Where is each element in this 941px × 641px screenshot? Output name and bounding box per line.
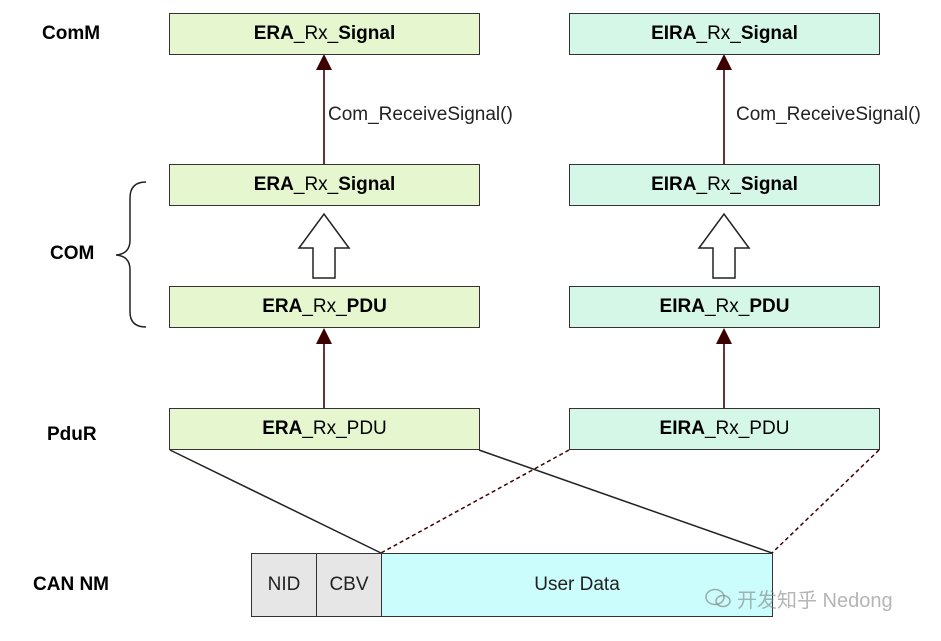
layer-label-pdur: PduR	[47, 424, 97, 445]
era-pdur-box: ERA_Rx_PDU	[169, 408, 480, 450]
era-com-pdu-c: PDU	[346, 296, 387, 317]
eira-pdur-a: EIRA	[659, 418, 705, 439]
era-block-arrow	[297, 212, 351, 279]
wechat-icon	[705, 588, 731, 608]
era-com-pdu-box: ERA_Rx_PDU	[169, 286, 480, 328]
eira-comm-signal-c: Signal	[740, 23, 798, 44]
eira-com-pdu-a: EIRA	[659, 296, 705, 317]
eira-comm-signal-a: EIRA	[651, 23, 697, 44]
eira-com-signal-b: _Rx_	[696, 174, 741, 195]
era-comm-signal-b: _Rx_	[293, 23, 339, 44]
eira-com-pdu-b: _Rx_	[704, 296, 750, 317]
era-com-signal-box: ERA_Rx_Signal	[169, 164, 480, 206]
era-map-line-right	[478, 449, 773, 554]
eira-comm-signal-b: _Rx_	[696, 23, 741, 44]
eira-com-signal-a: EIRA	[651, 174, 697, 195]
era-comm-signal-c: Signal	[338, 23, 396, 44]
era-pdur-a: ERA	[262, 418, 303, 439]
eira-com-signal-c: Signal	[740, 174, 798, 195]
eira-comm-signal-box: EIRA_Rx_Signal	[569, 13, 880, 55]
era-receive-signal-call: Com_ReceiveSignal()	[328, 104, 513, 125]
eira-pdur-b: _Rx_PDU	[704, 418, 790, 439]
layer-label-comm: ComM	[42, 23, 101, 44]
layer-label-cannm: CAN NM	[33, 574, 109, 595]
eira-receive-signal-call: Com_ReceiveSignal()	[736, 104, 921, 125]
eira-block-arrow	[697, 212, 751, 279]
frame-cbv-cell: CBV	[316, 553, 382, 617]
eira-com-pdu-c: PDU	[749, 296, 790, 317]
era-com-signal-c: Signal	[338, 174, 396, 195]
watermark-text: 开发知乎 Nedong	[737, 590, 893, 612]
eira-com-signal-box: EIRA_Rx_Signal	[569, 164, 880, 206]
era-map-line-left	[169, 449, 382, 554]
era-com-pdu-b: _Rx_	[302, 296, 347, 317]
eira-pdur-box: EIRA_Rx_PDU	[569, 408, 880, 450]
com-brace	[115, 181, 147, 328]
era-com-signal-a: ERA	[253, 174, 294, 195]
eira-map-line-left	[380, 449, 570, 554]
eira-com-pdu-box: EIRA_Rx_PDU	[569, 286, 880, 328]
era-comm-signal-box: ERA_Rx_Signal	[169, 13, 480, 55]
layer-label-com: COM	[50, 243, 95, 264]
era-com-signal-b: _Rx_	[293, 174, 339, 195]
frame-user-data-cell: User Data	[381, 553, 773, 617]
eira-map-line-right	[771, 449, 880, 554]
era-comm-signal-a: ERA	[253, 23, 294, 44]
frame-nid-cell: NID	[251, 553, 317, 617]
era-pdur-b: _Rx_PDU	[302, 418, 387, 439]
era-com-pdu-a: ERA	[262, 296, 303, 317]
